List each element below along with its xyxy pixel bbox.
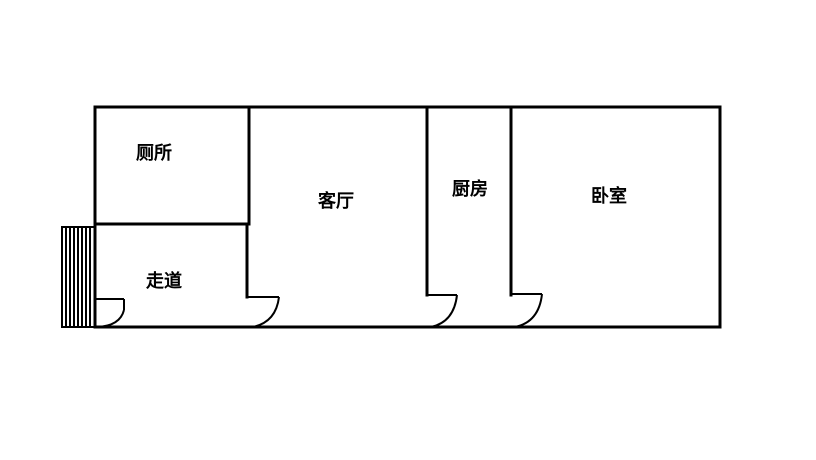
room-label-kitchen: 厨房 (452, 178, 488, 200)
room-label-hallway: 走道 (146, 270, 182, 292)
room-label-toilet: 厕所 (136, 143, 172, 164)
room-label-living: 客厅 (318, 190, 354, 212)
stairs (61, 226, 95, 328)
kitchen-door (427, 294, 458, 328)
living-door (247, 296, 280, 328)
room-label-bedroom: 卧室 (591, 185, 627, 207)
bedroom-door (511, 293, 543, 328)
entrance-door (95, 298, 125, 328)
outer-wall (93, 105, 722, 329)
